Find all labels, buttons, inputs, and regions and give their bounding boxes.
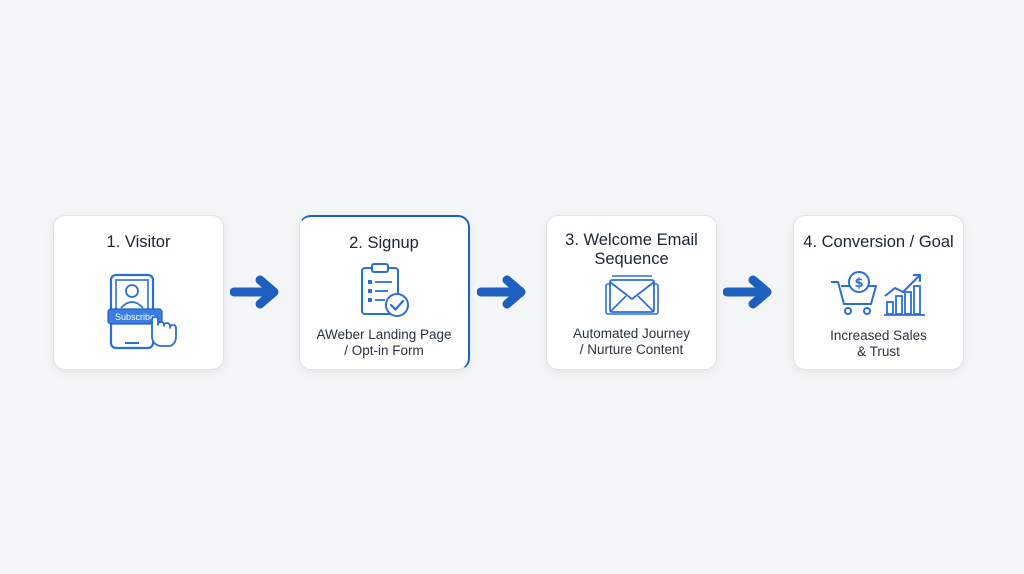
step-card-visitor: 1. Visitor Subscribe [53,215,224,370]
step-card-conversion: 4. Conversion / Goal $ Increased Sales &… [793,215,964,370]
arrow-right-icon [477,275,526,309]
subscribe-button-label: Subscribe [114,312,154,322]
step-title-conversion: 4. Conversion / Goal [803,233,954,251]
step-title-visitor: 1. Visitor [106,233,171,251]
step-subtitle-conversion-1: Increased Sales [830,328,927,343]
arrow-right-icon [230,275,279,309]
arrow-right-icon [723,275,772,309]
step-card-signup: 2. Signup AWeber Landing Page / Opt-in F… [299,215,470,370]
envelope-stack-icon [547,274,716,320]
clipboard-check-icon [300,262,468,322]
step-subtitle-signup-1: AWeber Landing Page [316,327,452,342]
step-title-welcome-email-1: 3. Welcome Email [565,231,698,249]
cart-growth-chart-icon: $ [794,270,963,320]
step-subtitle-conversion-2: & Trust [857,344,900,359]
step-title-signup: 2. Signup [349,234,419,252]
step-subtitle-signup-2: / Opt-in Form [344,343,424,358]
tablet-subscribe-icon: Subscribe [54,272,223,358]
step-subtitle-welcome-email-1: Automated Journey [572,326,691,341]
svg-text:$: $ [854,276,863,291]
step-subtitle-welcome-email-2: / Nurture Content [579,342,684,357]
step-card-welcome-email: 3. Welcome Email Sequence Automated Jour… [546,215,717,370]
step-title-welcome-email-2: Sequence [594,250,669,268]
